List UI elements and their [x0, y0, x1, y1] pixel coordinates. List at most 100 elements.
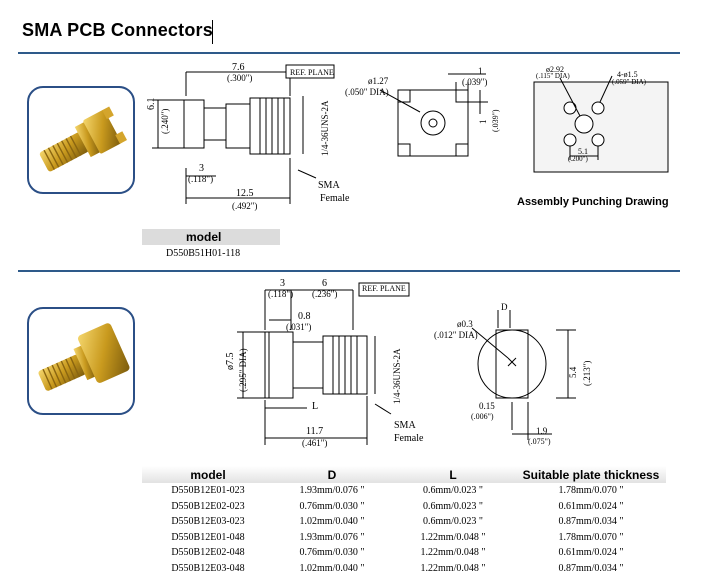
ref-plane-label-2: REF. PLANE	[362, 284, 406, 293]
dim-1-9: 1.9	[536, 426, 548, 436]
connector-photo-2	[27, 307, 135, 415]
dim-6-inch: (.236")	[312, 289, 338, 299]
table-row: D550B12E01-023 1.93mm/0.076 " 0.6mm/0.02…	[142, 483, 666, 499]
dim-dia-0-3: ø0.3	[457, 319, 473, 329]
dim-0-15: 0.15	[479, 401, 495, 411]
cell-model: D550B12E03-023	[171, 516, 245, 528]
cell-L: 0.6mm/0.023 "	[423, 516, 483, 528]
cell-D: 1.93mm/0.076 "	[299, 485, 365, 497]
sma-connector-image-2	[38, 323, 130, 391]
thread-label-1: 1/4-36UNS-2A	[320, 100, 330, 157]
text-cursor	[212, 20, 213, 44]
cell-plate-thickness: 0.61mm/0.024 "	[558, 547, 624, 559]
table-row: D550B12E02-023 0.76mm/0.030 " 0.6mm/0.02…	[142, 499, 666, 515]
cell-plate-thickness: 0.61mm/0.024 "	[558, 500, 624, 512]
col-D-header: D	[274, 466, 390, 483]
dim-6-1-inch: (.240")	[160, 108, 170, 134]
cell-D: 1.02mm/0.040 "	[299, 516, 365, 528]
col-plate-thickness-header: Suitable plate thickness	[516, 466, 666, 483]
punching-drawing	[533, 75, 669, 173]
dim-5-4: 5.4	[568, 366, 578, 378]
front-view-drawing-1	[379, 73, 488, 157]
cell-L: 0.6mm/0.023 "	[423, 485, 483, 497]
cell-L: 1.22mm/0.048 "	[420, 562, 486, 574]
dim-11-7-inch: (.461")	[302, 438, 328, 448]
dim-4-dia-1-5-inch: (.059" DIA)	[612, 78, 646, 86]
table-row: D550B12E01-048 1.93mm/0.076 " 1.22mm/0.0…	[142, 530, 666, 546]
table-header-row: model D L Suitable plate thickness	[142, 466, 666, 483]
dim-12-5: 12.5	[236, 188, 254, 199]
page-title: SMA PCB Connectors	[22, 20, 213, 40]
col-model-header: model	[142, 466, 274, 483]
dim-11-7: 11.7	[306, 426, 324, 437]
top-divider	[18, 52, 680, 54]
dim-1-top-inch: (.039")	[462, 77, 488, 87]
cell-D: 0.76mm/0.030 "	[299, 547, 365, 559]
side-view-drawing-2	[237, 282, 410, 445]
table-row: D550B12E03-048 1.02mm/0.040 " 1.22mm/0.0…	[142, 561, 666, 577]
dim-3-s2-inch: (.118")	[268, 289, 294, 299]
cell-L: 1.22mm/0.048 "	[420, 547, 486, 559]
dim-3: 3	[199, 163, 204, 174]
dim-7-6: 7.6	[232, 62, 245, 73]
cell-plate-thickness: 0.87mm/0.034 "	[558, 516, 624, 528]
cell-D: 0.76mm/0.030 "	[299, 500, 365, 512]
dim-7-6-inch: (.300")	[227, 73, 253, 83]
cell-model: D550B12E02-048	[171, 547, 245, 559]
female-label-2: Female	[394, 433, 424, 444]
cell-D: 1.93mm/0.076 "	[299, 531, 365, 543]
dim-dia-1-27-inch: (.050" DIA)	[345, 87, 389, 97]
dim-dia-2-92-inch: (.115" DIA)	[536, 72, 570, 80]
dim-1-top: 1	[478, 66, 483, 76]
dim-6: 6	[322, 278, 327, 289]
dim-3-s2: 3	[280, 278, 285, 289]
dim-5-4-inch: (.213")	[582, 360, 592, 386]
front-view-drawing-2	[471, 310, 576, 440]
cell-model: D550B12E02-023	[171, 500, 245, 512]
dim-dia-7-5-inch: (.295" DIA)	[238, 348, 248, 392]
cell-D: 1.02mm/0.040 "	[299, 562, 365, 574]
dim-4-dia-1-5: 4-ø1.5	[617, 70, 638, 79]
dim-1-9-inch: (.075")	[528, 437, 551, 446]
dim-0-8: 0.8	[298, 311, 311, 322]
cell-plate-thickness: 1.78mm/0.070 "	[558, 531, 624, 543]
sma-connector-image-1	[39, 106, 128, 172]
dim-6-1: 6.1	[146, 97, 157, 111]
connector-photo-1	[27, 86, 135, 194]
dim-1-side-inch: (.039")	[491, 109, 500, 132]
cell-plate-thickness: 0.87mm/0.034 "	[558, 562, 624, 574]
dim-5-1-inch: (.200")	[568, 155, 588, 163]
female-label-1: Female	[320, 193, 350, 204]
model-header-bar-1	[142, 229, 280, 245]
dim-0-15-inch: (.006")	[471, 412, 494, 421]
cell-plate-thickness: 1.78mm/0.070 "	[558, 485, 624, 497]
dim-1-side: 1	[478, 119, 488, 125]
sma-label-1: SMA	[318, 180, 340, 191]
cell-model: D550B12E01-048	[171, 531, 245, 543]
cell-L: 0.6mm/0.023 "	[423, 500, 483, 512]
dim-3-inch: (.118")	[188, 174, 214, 184]
dim-L: L	[312, 401, 319, 412]
model-header-1: model	[186, 230, 222, 244]
model-value-1: D550B51H01-118	[166, 248, 241, 259]
dim-12-5-inch: (.492")	[232, 201, 258, 211]
dim-dia-1-27: ø1.27	[368, 76, 389, 86]
section-divider	[18, 270, 680, 272]
dim-dia-0-3-inch: (.012" DIA)	[434, 330, 478, 340]
sma-label-2: SMA	[394, 420, 416, 431]
model-table: model D L Suitable plate thickness D550B…	[142, 466, 666, 576]
side-view-drawing-1	[152, 64, 335, 204]
table-row: D550B12E02-048 0.76mm/0.030 " 1.22mm/0.0…	[142, 545, 666, 561]
dim-0-8-inch: (.031")	[286, 322, 312, 332]
col-L-header: L	[390, 466, 516, 483]
ref-plane-label-1: REF. PLANE	[290, 68, 334, 77]
cell-L: 1.22mm/0.048 "	[420, 531, 486, 543]
cell-model: D550B12E01-023	[171, 485, 245, 497]
table-row: D550B12E03-023 1.02mm/0.040 " 0.6mm/0.02…	[142, 514, 666, 530]
dim-D-label: D	[501, 302, 508, 312]
dim-dia-7-5: ø7.5	[225, 352, 236, 371]
dim-5-1: 5.1	[578, 147, 588, 156]
cell-model: D550B12E03-048	[171, 562, 245, 574]
dim-dia-2-92: ø2.92	[546, 65, 564, 74]
thread-label-2: 1/4-36UNS-2A	[392, 348, 402, 405]
